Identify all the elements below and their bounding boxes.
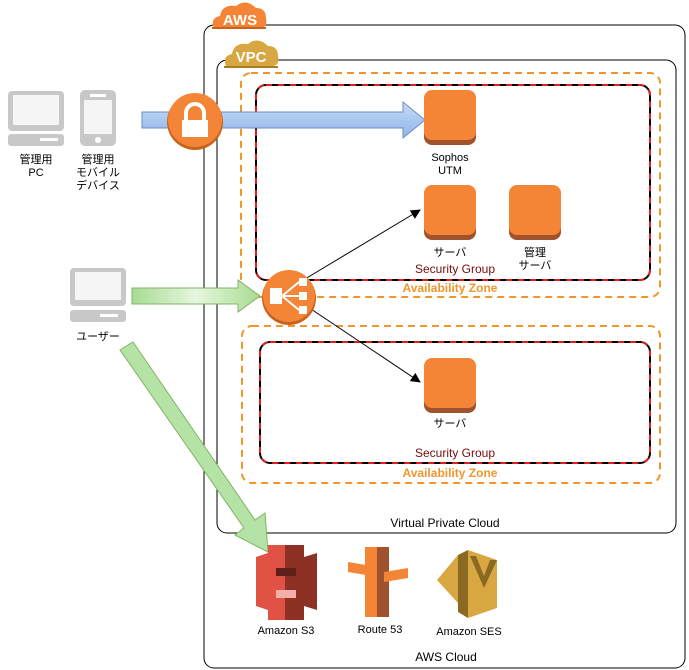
- s3-label: Amazon S3: [257, 625, 315, 637]
- server-1-label: サーバ: [433, 247, 467, 259]
- vpc-badge-text: VPC: [236, 49, 267, 66]
- vpc-cloud-icon: [224, 40, 279, 68]
- security-group-1-label: Security Group: [414, 262, 496, 276]
- admin-server-label: 管理 サーバ: [518, 247, 552, 272]
- admin-mobile-label: 管理用 モバイル デバイス: [76, 154, 120, 192]
- user-to-s3-arrow: [119, 341, 269, 553]
- admin-pc-icon: [8, 91, 64, 146]
- route53-icon: [348, 547, 408, 617]
- availability-zone-1-label: Availability Zone: [402, 281, 498, 295]
- user-label: ユーザー: [76, 331, 120, 343]
- elb-icon: [262, 270, 316, 325]
- availability-zone-2-label: Availability Zone: [402, 466, 498, 480]
- elb-to-server1-line: [299, 209, 421, 283]
- vpc-label: Virtual Private Cloud: [390, 516, 500, 530]
- lock-icon: [167, 93, 223, 150]
- route53-label: Route 53: [357, 624, 403, 636]
- admin-pc-label: 管理用 PC: [19, 154, 53, 179]
- sophos-utm-instance[interactable]: [424, 90, 476, 145]
- user-pc-icon: [70, 268, 126, 322]
- ses-icon: [437, 550, 497, 618]
- aws-cloud-icon: [212, 2, 267, 29]
- admin-server-instance[interactable]: [509, 185, 561, 240]
- aws-cloud-container: [203, 24, 686, 669]
- server-2-label: サーバ: [433, 418, 467, 430]
- server-1-instance[interactable]: [424, 185, 476, 240]
- sophos-utm-label: Sophos UTM: [431, 152, 469, 177]
- admin-mobile-icon: [80, 90, 116, 146]
- elb-to-server2-line: [304, 304, 421, 383]
- ses-label: Amazon SES: [436, 626, 502, 638]
- user-to-elb-arrow: [131, 279, 261, 313]
- s3-icon: [256, 545, 317, 620]
- security-group-2-label: Security Group: [414, 446, 496, 460]
- aws-badge-text: AWS: [223, 12, 257, 29]
- aws-cloud-label: AWS Cloud: [415, 650, 477, 664]
- server-2-instance[interactable]: [424, 358, 476, 413]
